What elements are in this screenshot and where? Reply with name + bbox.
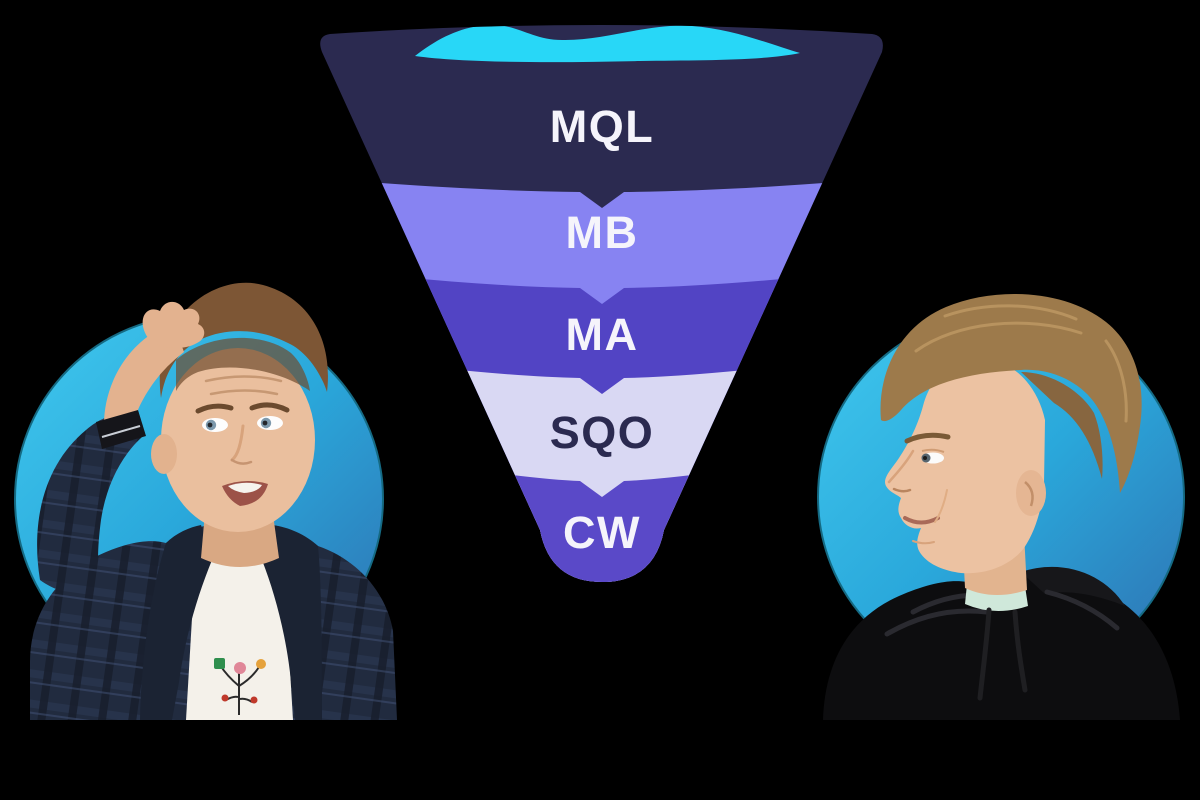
face-details bbox=[887, 432, 951, 545]
hand bbox=[142, 301, 205, 349]
watch-buckle bbox=[101, 425, 141, 438]
man-scratching-head-confused bbox=[30, 282, 397, 720]
funnel-band-cw bbox=[488, 472, 716, 582]
funnel-label-mb: MB bbox=[566, 207, 639, 258]
hair bbox=[880, 293, 1142, 493]
eyes bbox=[202, 416, 283, 432]
funnel-diagram: MQL MB MA SQO CW bbox=[320, 25, 883, 582]
hair-strands bbox=[914, 304, 1128, 423]
hood-back bbox=[1021, 566, 1125, 606]
funnel-label-cw: CW bbox=[563, 507, 641, 558]
hoodie-drawstrings bbox=[977, 607, 1028, 701]
forearm bbox=[103, 328, 184, 440]
face-details bbox=[195, 375, 290, 465]
open-mouth bbox=[222, 480, 268, 506]
hair-undercut bbox=[1021, 372, 1103, 479]
ear bbox=[151, 434, 177, 474]
ear-inner bbox=[1024, 481, 1034, 507]
funnel-label-mql: MQL bbox=[550, 101, 654, 152]
funnel-label-ma: MA bbox=[566, 309, 639, 360]
man-glancing-skeptical bbox=[823, 293, 1180, 720]
floral-flowers bbox=[214, 658, 266, 704]
shirt-lapel-right bbox=[262, 525, 322, 720]
person-right-photo bbox=[817, 293, 1185, 720]
face bbox=[885, 358, 1045, 574]
eye bbox=[921, 448, 945, 464]
watch bbox=[96, 410, 146, 449]
funnel-label-sqo: SQO bbox=[550, 407, 655, 458]
person-left-photo bbox=[14, 282, 397, 720]
plaid-sleeve bbox=[37, 413, 143, 596]
funnel-liquid-wave bbox=[415, 25, 800, 63]
hair bbox=[159, 282, 328, 398]
hair-fringe bbox=[176, 337, 310, 391]
shirt-lapel-left bbox=[140, 525, 212, 720]
white-tshirt bbox=[186, 540, 293, 720]
